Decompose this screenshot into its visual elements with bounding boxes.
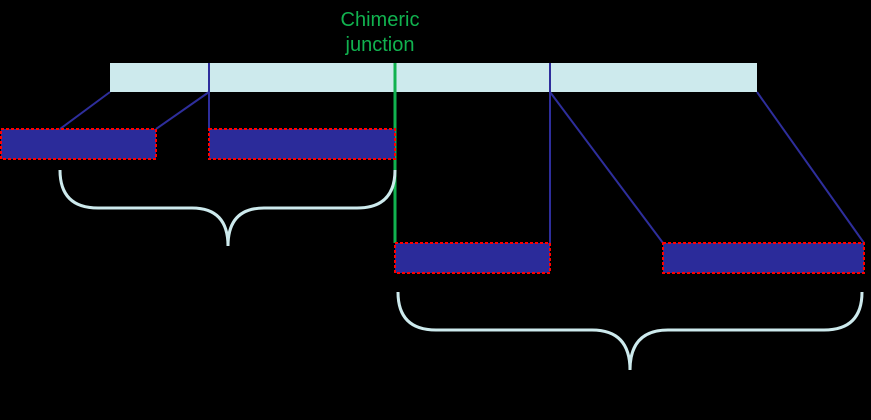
connector-line bbox=[59, 91, 111, 130]
junction-label-line2: junction bbox=[345, 34, 415, 56]
transcript-bar bbox=[110, 63, 757, 92]
right-gene-brace bbox=[396, 291, 864, 371]
exon-block bbox=[394, 242, 551, 274]
junction-label: Chimeric junction bbox=[330, 8, 430, 58]
exon-block bbox=[208, 128, 396, 160]
left-gene-brace bbox=[58, 169, 397, 247]
connector-line bbox=[155, 91, 210, 130]
junction-label-line1: Chimeric bbox=[340, 9, 420, 31]
connector-line bbox=[756, 91, 865, 244]
connector-line bbox=[549, 91, 664, 244]
exon-block bbox=[662, 242, 865, 274]
exon-block bbox=[0, 128, 157, 160]
